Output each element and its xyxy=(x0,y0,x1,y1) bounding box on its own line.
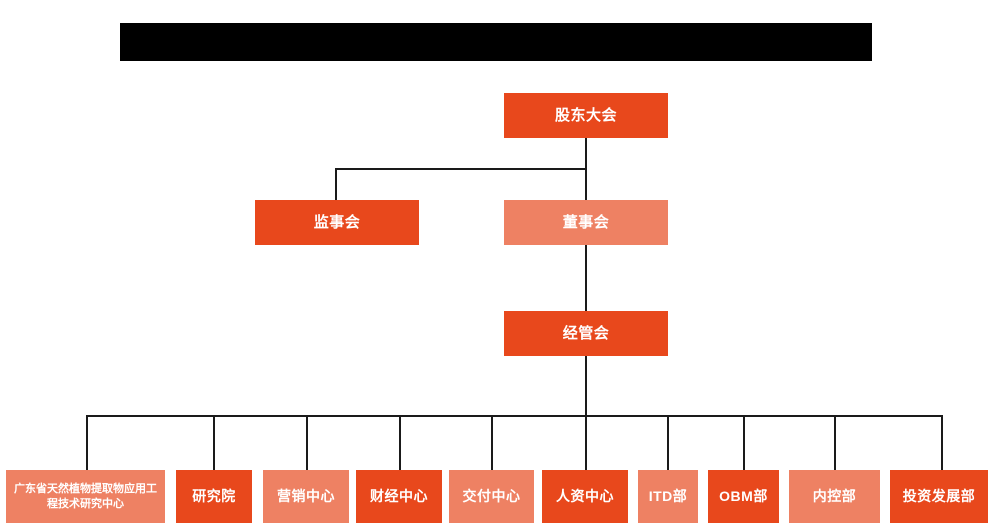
node-internal-control-dept[interactable]: 内控部 xyxy=(789,470,880,523)
node-obm-dept[interactable]: OBM部 xyxy=(708,470,779,523)
connector-board-to-management xyxy=(585,245,587,312)
node-hr-center[interactable]: 人资中心 xyxy=(542,470,628,523)
node-shareholders-meeting[interactable]: 股东大会 xyxy=(504,93,668,138)
connector-shareholders-down xyxy=(585,138,587,169)
connector-supervisors-down xyxy=(335,168,337,201)
connector-drop-internal-control xyxy=(834,415,836,470)
connector-level2-bus xyxy=(335,168,587,170)
connector-drop-obm-dept xyxy=(743,415,745,470)
node-board-of-supervisors[interactable]: 监事会 xyxy=(255,200,419,245)
connector-drop-research-center xyxy=(86,415,88,470)
node-management-committee[interactable]: 经管会 xyxy=(504,311,668,356)
connector-drop-finance-center xyxy=(399,415,401,470)
node-board-of-directors[interactable]: 董事会 xyxy=(504,200,668,245)
node-marketing-center[interactable]: 营销中心 xyxy=(263,470,349,523)
connector-drop-hr-center xyxy=(585,415,587,470)
connector-drop-marketing-center xyxy=(306,415,308,470)
connector-drop-delivery-center xyxy=(491,415,493,470)
node-investment-dev-dept[interactable]: 投资发展部 xyxy=(890,470,988,523)
connector-departments-bus xyxy=(86,415,943,417)
connector-drop-research-institute xyxy=(213,415,215,470)
node-itd-dept[interactable]: ITD部 xyxy=(638,470,698,523)
connector-board-down xyxy=(585,168,587,201)
redacted-title-bar xyxy=(120,23,872,61)
node-research-institute[interactable]: 研究院 xyxy=(176,470,252,523)
node-finance-center[interactable]: 财经中心 xyxy=(356,470,442,523)
node-research-center[interactable]: 广东省天然植物提取物应用工程技术研究中心 xyxy=(6,470,165,523)
connector-drop-investment-dev xyxy=(941,415,943,470)
node-delivery-center[interactable]: 交付中心 xyxy=(449,470,534,523)
connector-management-down xyxy=(585,356,587,416)
connector-drop-itd-dept xyxy=(667,415,669,470)
